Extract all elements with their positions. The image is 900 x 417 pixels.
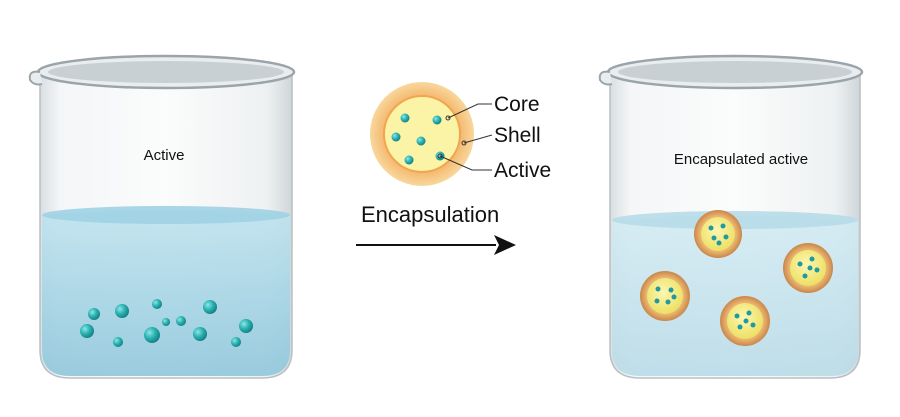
active-particle <box>203 300 217 314</box>
core-leader-dot <box>445 115 451 121</box>
capsule-core <box>647 278 683 314</box>
capsule <box>720 296 770 346</box>
capsule-active <box>668 287 674 293</box>
active-particles <box>80 299 253 347</box>
capsule-core <box>701 217 735 251</box>
capsule-active <box>655 286 661 292</box>
process-arrow-head <box>494 235 516 255</box>
active-particle <box>152 299 162 309</box>
left-beaker-liquid-surface <box>42 206 290 224</box>
capsule-active <box>723 234 729 240</box>
active-leader-dot <box>437 153 443 159</box>
active-particle <box>80 324 94 338</box>
capsule-active <box>665 299 671 305</box>
capsule-active <box>671 294 677 300</box>
capsule-active <box>802 273 808 279</box>
left-beaker-spout <box>28 70 43 86</box>
capsule-active <box>654 298 660 304</box>
core-leader-line <box>447 103 492 119</box>
right-beaker-opening <box>618 61 852 83</box>
capsule-active <box>720 223 726 229</box>
legend-active-dot <box>391 132 401 142</box>
left-beaker-label: Active <box>144 147 185 164</box>
capsule-active <box>797 261 803 267</box>
capsule-active <box>708 225 714 231</box>
active-leader-line <box>439 155 492 171</box>
capsule-active <box>809 256 815 262</box>
capsule-active <box>734 313 740 319</box>
legend-active-dot <box>400 113 410 123</box>
right-beaker-spout <box>598 70 613 86</box>
shell-label: Shell <box>494 124 541 147</box>
active-particle <box>239 319 253 333</box>
active-particle <box>162 318 170 326</box>
core-label: Core <box>494 93 540 116</box>
legend-active-dot <box>416 136 426 146</box>
right-beaker: Encapsulated active <box>598 54 864 379</box>
capsule-active <box>814 267 820 273</box>
active-particle <box>88 308 100 320</box>
capsule-active <box>737 324 743 330</box>
active-particle <box>115 304 129 318</box>
capsule-active <box>750 322 756 328</box>
shell-leader-dot <box>461 140 467 146</box>
capsule-active <box>711 235 717 241</box>
capsule <box>640 271 690 321</box>
active-particle <box>176 316 186 326</box>
legend-active-dot <box>432 115 442 125</box>
left-beaker-liquid <box>42 210 290 376</box>
legend-active-dot <box>404 155 414 165</box>
shell-leader-line <box>463 134 493 144</box>
capsule-legend: Core Shell Active <box>370 82 551 186</box>
active-particle <box>193 327 207 341</box>
active-particle <box>144 327 160 343</box>
capsule-active <box>807 265 813 271</box>
active-label: Active <box>494 159 551 182</box>
encapsulation-label: Encapsulation <box>361 202 499 227</box>
left-beaker-opening <box>48 61 284 83</box>
active-particle <box>231 337 241 347</box>
capsule <box>694 210 742 258</box>
encapsulation-process: Encapsulation <box>356 202 516 255</box>
capsule-active <box>743 318 749 324</box>
capsule-active <box>746 310 752 316</box>
active-particle <box>113 337 123 347</box>
capsule <box>783 243 833 293</box>
left-beaker: Active <box>28 54 296 379</box>
capsule-active <box>716 240 722 246</box>
right-beaker-label: Encapsulated active <box>674 151 808 168</box>
